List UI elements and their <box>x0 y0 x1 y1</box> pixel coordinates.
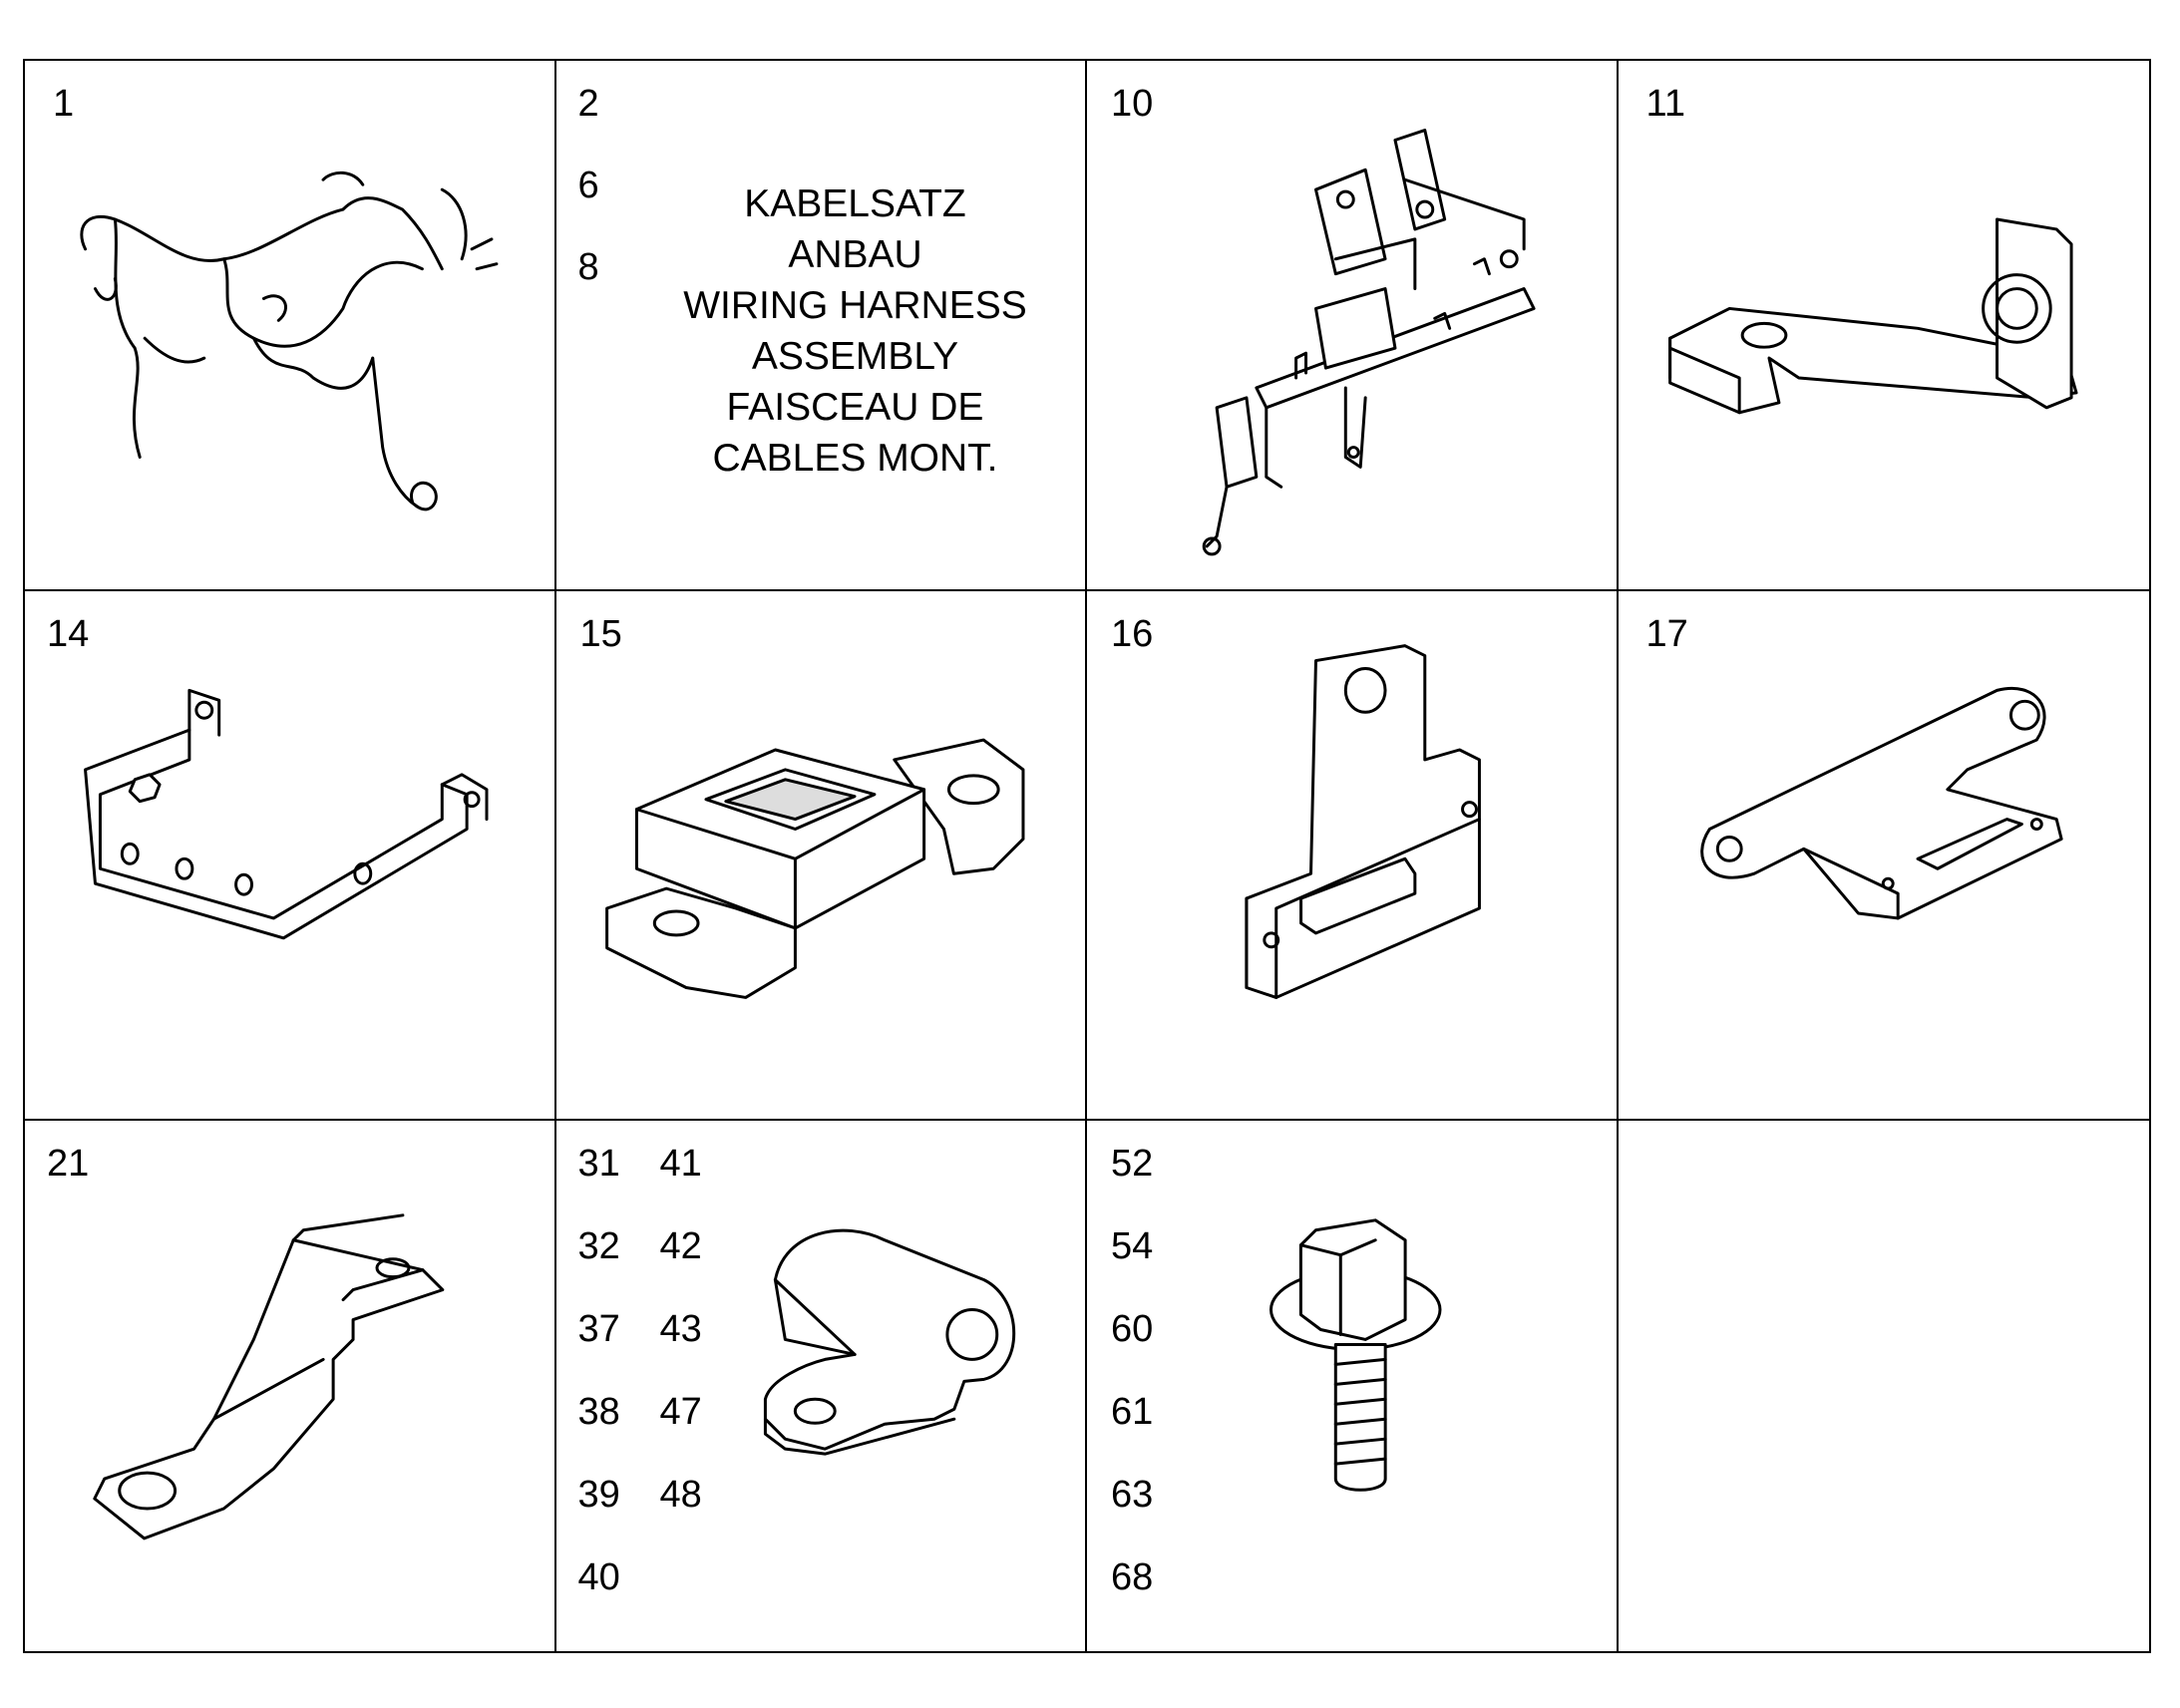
item-number: 68 <box>1111 1556 1154 1599</box>
item-number: 38 <box>577 1391 620 1434</box>
description-line: KABELSATZ <box>744 182 966 225</box>
wiring-harness-drawing <box>80 171 499 512</box>
item-number: 21 <box>47 1143 90 1186</box>
item-number: 54 <box>1111 1225 1154 1268</box>
cable-lug-drawing <box>93 1213 445 1540</box>
cell-21: 21 <box>25 1121 556 1651</box>
item-number: 14 <box>47 612 90 655</box>
cell-2: 2 6 8 KABELSATZ ANBAU WIRING HARNESS ASS… <box>555 61 1087 591</box>
item-number: 40 <box>577 1556 620 1599</box>
item-number: 61 <box>1111 1391 1154 1434</box>
cell-14: 14 <box>25 590 556 1122</box>
item-number: 8 <box>577 246 599 288</box>
item-number: 6 <box>577 165 599 206</box>
item-number: 60 <box>1111 1308 1154 1351</box>
cell-31-48: 31 32 37 38 39 40 41 42 43 47 48 <box>556 1121 1087 1651</box>
item-number: 32 <box>577 1225 620 1268</box>
item-number: 37 <box>577 1308 620 1351</box>
description-line: ASSEMBLY <box>751 335 959 378</box>
description-line: FAISCEAU DE <box>726 386 984 429</box>
angle-bracket-with-nut-drawing <box>1667 217 2078 415</box>
item-number: 39 <box>577 1474 620 1517</box>
frame-bracket-drawing <box>1202 129 1536 556</box>
part-description: KABELSATZ ANBAU WIRING HARNESS ASSEMBLY … <box>636 178 1075 484</box>
item-number: 43 <box>659 1308 702 1351</box>
item-number: 17 <box>1645 612 1688 655</box>
cable-clamp-drawing <box>763 1228 1015 1456</box>
item-number: 2 <box>577 83 599 125</box>
cell-52-68: 52 54 60 61 63 68 <box>1087 1121 1619 1651</box>
item-number: 63 <box>1111 1474 1154 1517</box>
item-number: 31 <box>577 1143 620 1186</box>
holder-block-drawing <box>604 738 1024 999</box>
description-line: ANBAU <box>788 233 922 276</box>
parts-grid: 1 2 6 8 KABELSATZ ANBAU WIRING HARNESS A… <box>23 59 2151 1653</box>
cell-10: 10 <box>1087 61 1619 591</box>
t-plate-drawing <box>1245 643 1481 999</box>
item-number: 47 <box>659 1391 702 1434</box>
cell-1: 1 <box>25 61 556 591</box>
cell-11: 11 <box>1618 61 2149 591</box>
description-line: WIRING HARNESS <box>683 284 1027 327</box>
item-number: 41 <box>659 1143 702 1186</box>
cell-16: 16 <box>1087 590 1619 1122</box>
flange-bolt-drawing <box>1269 1218 1442 1492</box>
item-number: 42 <box>659 1225 702 1268</box>
item-number: 15 <box>579 612 622 655</box>
item-number: 48 <box>659 1474 702 1517</box>
cell-empty <box>1619 1121 2150 1651</box>
item-number: 10 <box>1111 83 1154 125</box>
item-number: 11 <box>1645 83 1685 125</box>
u-bracket-drawing <box>84 688 489 939</box>
item-number: 1 <box>53 83 75 125</box>
cell-17: 17 <box>1618 591 2149 1122</box>
cell-15: 15 <box>555 590 1087 1122</box>
description-line: CABLES MONT. <box>712 437 998 480</box>
slotted-plate-drawing <box>1699 686 2063 920</box>
item-number: 52 <box>1111 1143 1154 1186</box>
item-number: 16 <box>1111 612 1154 655</box>
